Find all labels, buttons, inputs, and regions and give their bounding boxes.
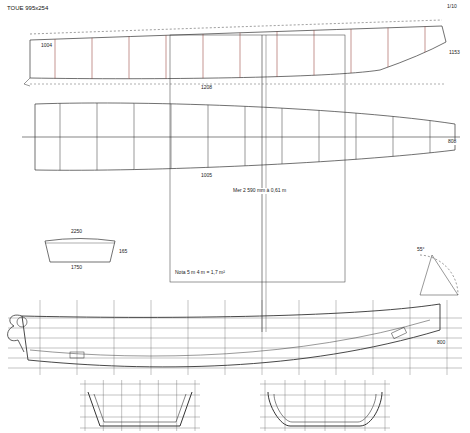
section-grid — [158, 380, 159, 431]
plan-title: TOUE 995x254 — [6, 5, 49, 12]
section-grid — [385, 380, 386, 431]
dimension-label: 1/10 — [446, 4, 458, 10]
dimension-label: 2250 — [70, 229, 83, 235]
dimension-label: 1208 — [200, 85, 213, 91]
section-grid — [365, 380, 366, 431]
waterline — [8, 318, 462, 319]
station-line — [425, 10, 426, 90]
station-line — [336, 300, 337, 375]
station-line — [114, 300, 115, 375]
section-grid — [85, 380, 86, 431]
waterline — [8, 328, 462, 329]
station-line — [166, 10, 167, 90]
station-line — [225, 300, 226, 375]
station-line — [151, 300, 152, 375]
station-line — [188, 300, 189, 375]
station-line — [410, 300, 411, 375]
station-line — [60, 95, 61, 180]
waterline — [8, 348, 462, 349]
dimension-label: 1004 — [40, 43, 53, 49]
dimension-label: Mer 2 590 mm à 0,61 m — [232, 188, 287, 194]
station-line — [129, 10, 130, 90]
station-line — [314, 10, 315, 90]
section-grid — [103, 380, 104, 431]
section-grid — [176, 380, 177, 431]
waterline — [8, 368, 462, 369]
dimension-label: 165 — [118, 249, 128, 255]
station-line — [388, 10, 389, 90]
station-line — [277, 10, 278, 90]
section-grid — [140, 380, 141, 431]
station-line — [245, 95, 246, 180]
station-line — [319, 95, 320, 180]
section-grid — [305, 380, 306, 431]
station-line — [262, 300, 263, 375]
section-grid — [285, 380, 286, 431]
station-line — [134, 95, 135, 180]
station-line — [92, 10, 93, 90]
station-line — [430, 95, 431, 180]
station-line — [351, 10, 352, 90]
dimension-label: 1153 — [448, 50, 461, 56]
dimension-label: 800 — [436, 340, 446, 346]
station-line — [55, 10, 56, 90]
station-line — [208, 95, 209, 180]
section-grid — [195, 380, 196, 431]
station-line — [282, 95, 283, 180]
dimension-label: 55° — [416, 247, 426, 253]
dimension-label: 1005 — [200, 173, 213, 179]
station-line — [240, 10, 241, 90]
station-line — [40, 300, 41, 375]
station-line — [299, 300, 300, 375]
dimension-label: 1750 — [70, 265, 83, 271]
dimension-label: Nota 5 m 4 m = 1,7 m² — [174, 270, 226, 276]
station-line — [393, 95, 394, 180]
station-line — [171, 95, 172, 180]
section-grid — [325, 380, 326, 431]
station-line — [356, 95, 357, 180]
dimension-label: 808 — [447, 139, 457, 145]
section-grid — [121, 380, 122, 431]
section-grid — [345, 380, 346, 431]
section-grid — [265, 380, 266, 431]
station-line — [447, 300, 448, 375]
station-line — [97, 95, 98, 180]
station-line — [203, 10, 204, 90]
